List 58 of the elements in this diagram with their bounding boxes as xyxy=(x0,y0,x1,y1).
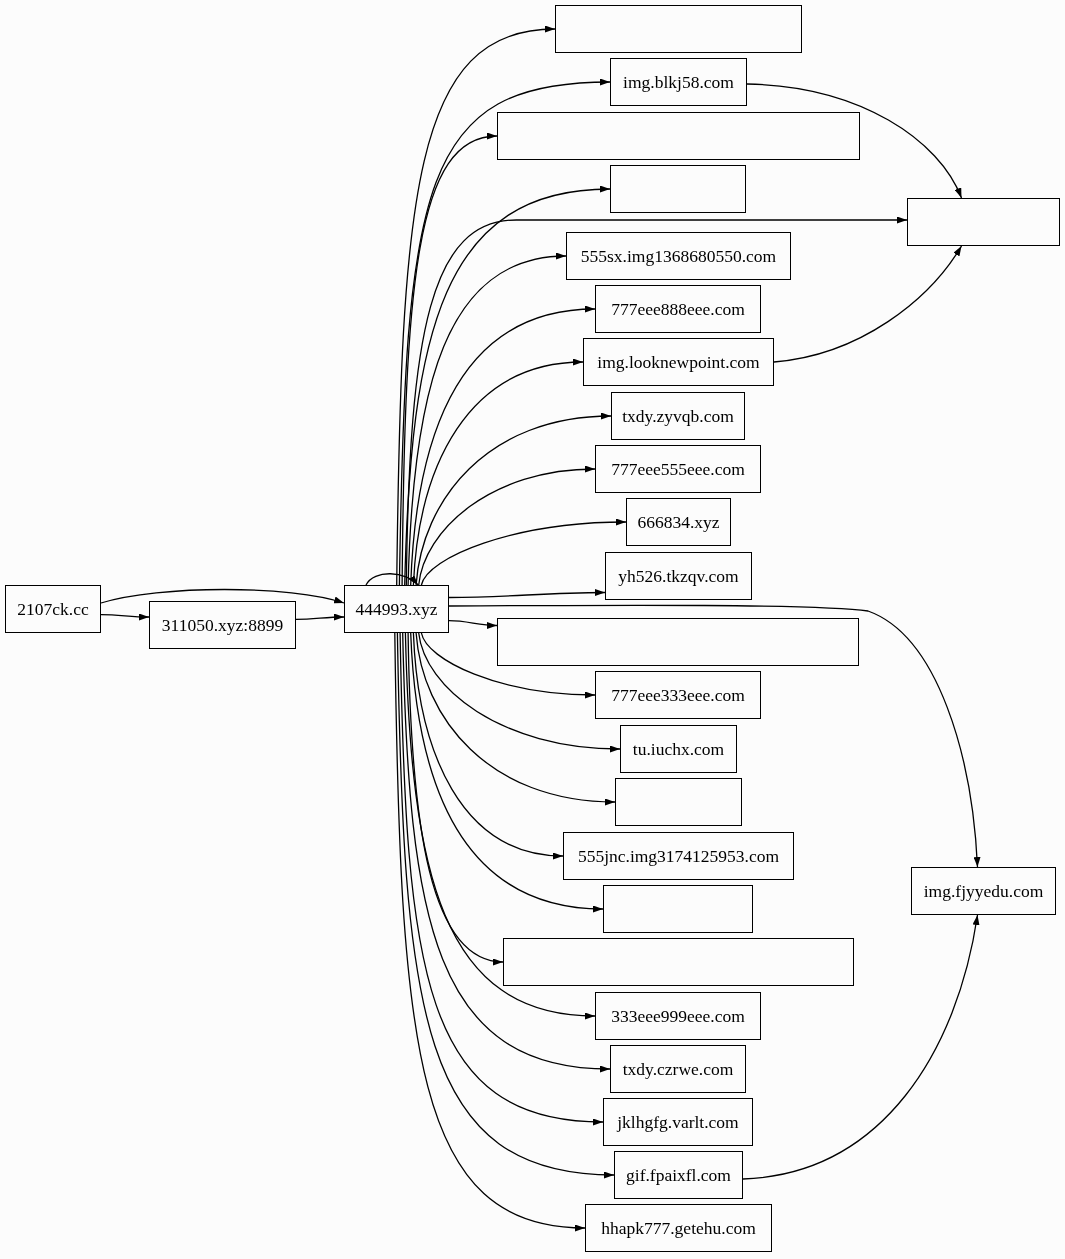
arrow xyxy=(418,466,596,586)
node-box xyxy=(497,618,859,666)
node-box xyxy=(497,112,860,160)
node-box: 333eee999eee.com xyxy=(595,992,761,1040)
node-box: jklhgfg.varlt.com xyxy=(603,1098,753,1146)
arrow xyxy=(418,632,621,753)
node-box: 2107ck.cc xyxy=(5,585,101,633)
arrow xyxy=(401,134,498,586)
arrow xyxy=(415,632,616,805)
node-box: 777eee888eee.com xyxy=(595,285,761,333)
arrow xyxy=(365,573,419,586)
node-box xyxy=(555,5,802,53)
arrow xyxy=(295,613,345,621)
node-box: 555jnc.img3174125953.com xyxy=(563,832,794,880)
arrow xyxy=(412,632,564,859)
node-box xyxy=(603,885,753,933)
node-box: img.fjyyedu.com xyxy=(911,867,1056,915)
node-box: 555sx.img1368680550.com xyxy=(566,232,791,280)
node-box: 311050.xyz:8899 xyxy=(149,601,296,649)
node-box xyxy=(615,778,742,826)
arrow xyxy=(404,186,611,586)
arrow xyxy=(396,632,615,1178)
node-box: 777eee555eee.com xyxy=(595,445,761,493)
arrow xyxy=(773,245,963,363)
arrow xyxy=(394,632,586,1231)
node-box: txdy.czrwe.com xyxy=(610,1045,746,1093)
node-box xyxy=(610,165,746,213)
arrow xyxy=(407,632,504,964)
arrow xyxy=(448,619,498,629)
node-box: img.blkj58.com xyxy=(610,58,747,106)
node-box: tu.iuchx.com xyxy=(620,725,737,773)
arrow xyxy=(448,604,981,868)
arrow xyxy=(448,589,606,599)
arrow xyxy=(415,413,612,586)
arrow xyxy=(410,306,596,586)
node-box: 444993.xyz xyxy=(344,585,449,633)
node-box: gif.fpaixfl.com xyxy=(614,1151,743,1199)
arrow xyxy=(396,26,556,586)
arrow xyxy=(410,632,604,912)
arrow xyxy=(398,79,611,586)
arrow xyxy=(100,588,345,604)
arrow xyxy=(405,216,908,586)
arrow xyxy=(404,632,596,1019)
node-box xyxy=(503,938,854,986)
arrow xyxy=(420,518,627,586)
arrow xyxy=(100,613,150,621)
node-box: txdy.zyvqb.com xyxy=(611,392,745,440)
arrow xyxy=(742,914,980,1180)
node-box: 777eee333eee.com xyxy=(595,671,761,719)
node-box: 666834.xyz xyxy=(626,498,731,546)
node-box: img.looknewpoint.com xyxy=(583,338,774,386)
node-box: yh526.tkzqv.com xyxy=(605,552,752,600)
arrow xyxy=(746,83,963,199)
node-box: hhapk777.getehu.com xyxy=(585,1204,772,1252)
node-box xyxy=(907,198,1060,246)
arrow xyxy=(407,253,567,586)
arrow xyxy=(420,632,596,699)
arrow xyxy=(412,359,584,586)
